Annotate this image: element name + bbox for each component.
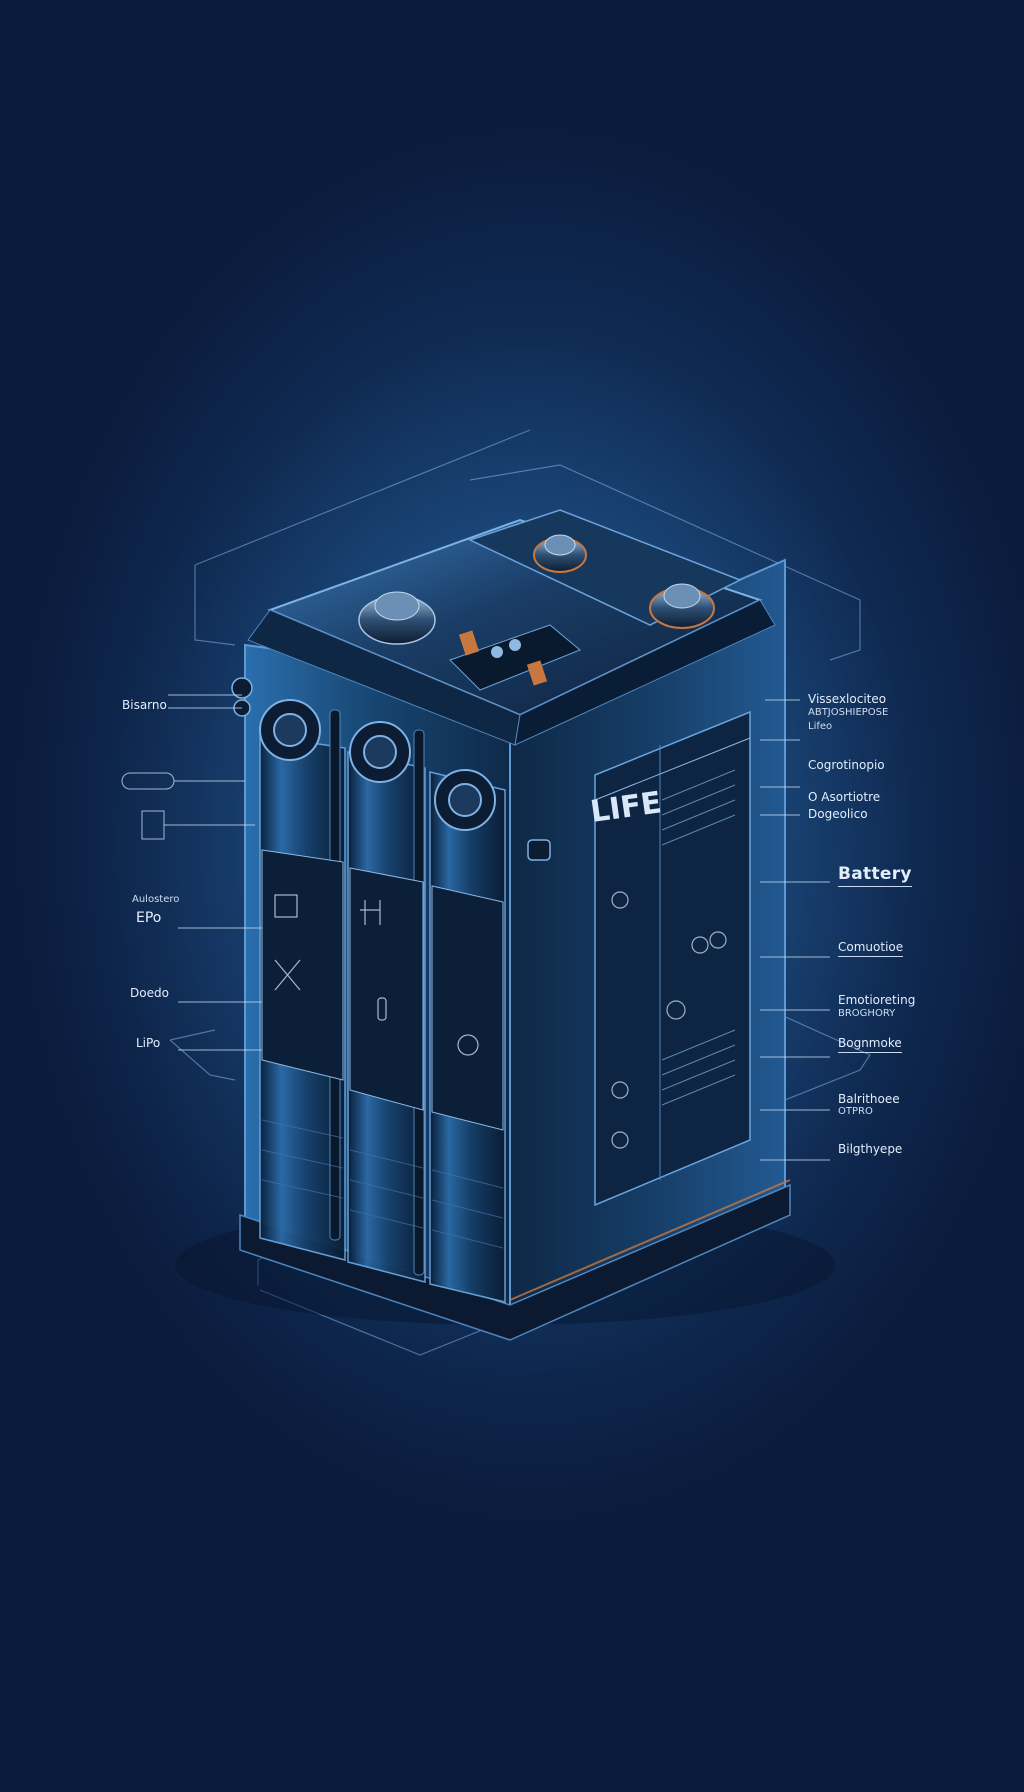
right-label-battery: Battery (838, 864, 912, 887)
right-label-13: OTPRO (838, 1106, 873, 1117)
right-label-5: O Asortiotre (808, 790, 881, 804)
right-label-10: BROGHORY (838, 1008, 896, 1019)
right-label-12: Balrithoee (838, 1092, 900, 1106)
right-label-3: Lifeo (808, 721, 833, 732)
leader-lines (121, 694, 830, 1161)
terminals (358, 534, 715, 645)
right-label-9: Emotioreting (838, 993, 916, 1007)
cell-array (259, 709, 506, 1303)
right-label-4: Cogrotinopio (808, 758, 885, 772)
right-panels (594, 710, 751, 1207)
right-label-11: Bognmoke (838, 1036, 902, 1053)
fuse-block (449, 624, 581, 691)
cell-caps (259, 699, 496, 831)
right-label-1: Vissexlociteo (808, 692, 887, 706)
left-label-1: Bisarno (122, 698, 167, 712)
left-label-5: EPo (136, 910, 162, 926)
right-label-8: Comuotioe (838, 940, 904, 957)
left-label-7: LiPo (136, 1036, 161, 1050)
right-label-6: Dogeolico (808, 807, 868, 821)
left-label-6: Doedo (130, 986, 169, 1000)
right-label-14: Bilgthyepe (838, 1142, 903, 1156)
right-label-2: ABTJOSHIEPOSE (808, 707, 889, 718)
left-label-4: Aulostero (132, 894, 180, 905)
